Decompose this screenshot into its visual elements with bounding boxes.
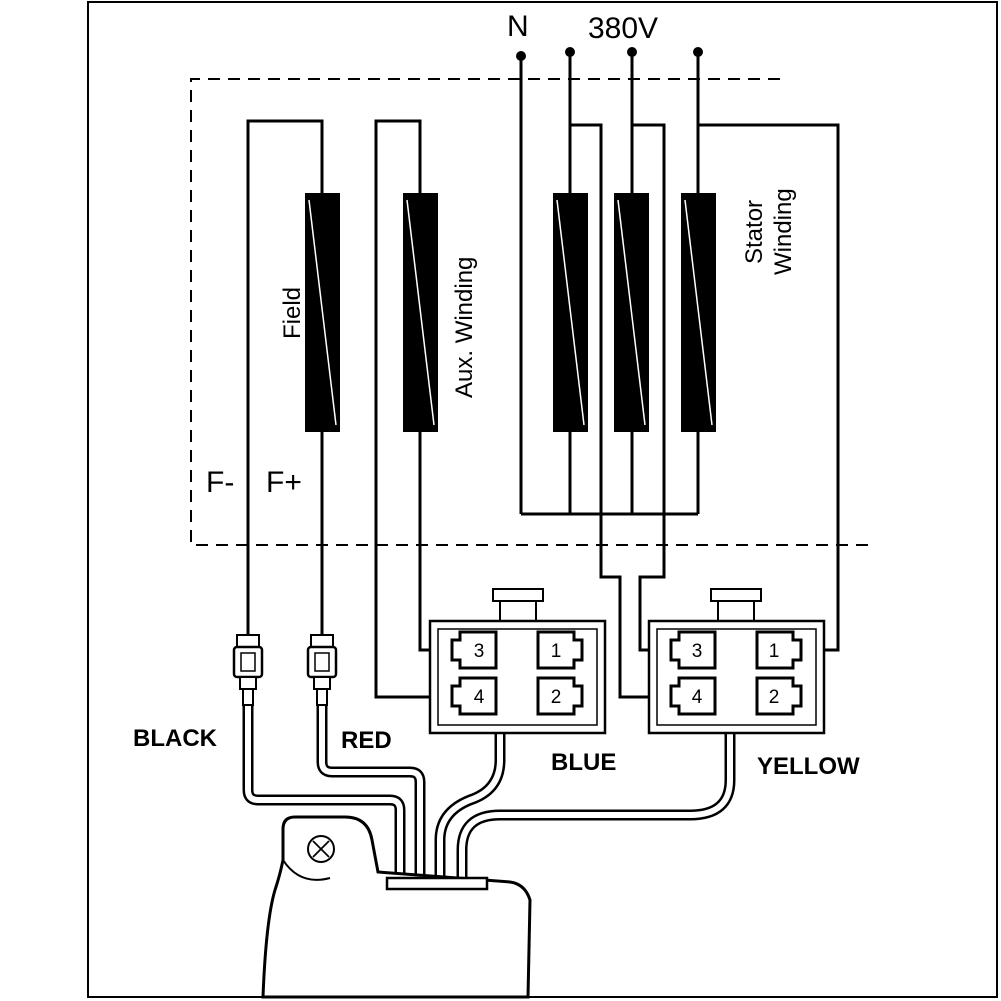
blue-pin-2: 2: [551, 687, 562, 708]
field-plus-label: F+: [266, 466, 302, 499]
terminal-l3: [693, 47, 703, 57]
aux-winding-label: Aux. Winding: [451, 257, 478, 398]
yellow-connector-label: YELLOW: [757, 753, 860, 780]
yellow-connector: [647, 588, 826, 735]
neutral-label: N: [507, 10, 529, 43]
black-spade-connector: [232, 634, 264, 706]
blue-connector: [428, 588, 607, 735]
terminal-l2: [627, 47, 637, 57]
blue-pin-3: 3: [474, 641, 485, 662]
yellow-pin-3: 3: [692, 641, 703, 662]
field-coil-label: Field: [279, 287, 306, 339]
yellow-pin-4: 4: [692, 687, 703, 708]
outer-frame: [87, 1, 998, 998]
aux-circuit: [374, 119, 460, 699]
stator-winding-label-1: Stator: [741, 200, 768, 264]
generator-boundary: [190, 78, 875, 546]
yellow-pin-1: 1: [769, 641, 780, 662]
yellow-pin-2: 2: [769, 687, 780, 708]
field-circuit: [246, 119, 340, 648]
blue-pin-1: 1: [551, 641, 562, 662]
stator-circuit: [519, 52, 840, 699]
blue-connector-label: BLUE: [551, 749, 616, 776]
cable-harness: [242, 705, 736, 880]
stator-winding-label-2: Winding: [770, 188, 797, 275]
terminal-n: [516, 51, 526, 61]
voltage-label: 380V: [588, 12, 658, 45]
cable-gland: [385, 876, 489, 891]
field-minus-label: F-: [206, 466, 234, 499]
blue-pin-4: 4: [474, 687, 485, 708]
terminal-l1: [565, 47, 575, 57]
red-wire-label: RED: [341, 727, 392, 754]
black-wire-label: BLACK: [133, 725, 218, 752]
red-spade-connector: [306, 634, 338, 706]
junction-box: [261, 815, 532, 999]
